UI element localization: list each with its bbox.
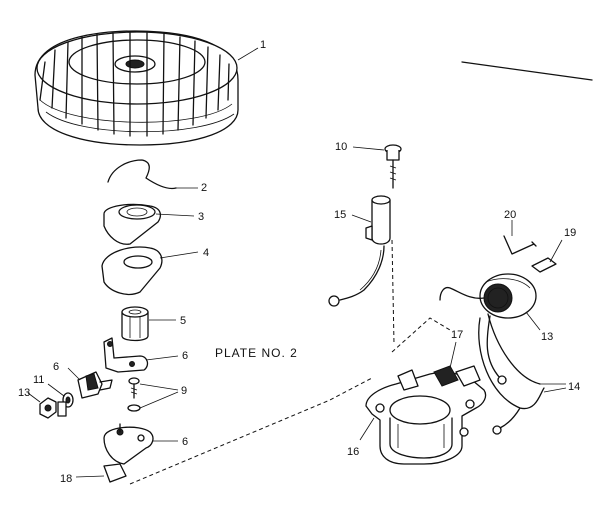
condenser — [328, 195, 391, 307]
screw-10 — [384, 144, 402, 189]
leader-18 — [75, 475, 105, 478]
assembly-line-vertical — [391, 239, 395, 345]
leader-3 — [155, 213, 195, 217]
leader-9a — [139, 383, 179, 391]
leader-9b — [139, 391, 179, 409]
callout-15: 15 — [334, 209, 346, 221]
leader-4 — [159, 251, 199, 259]
felt-wick — [103, 463, 127, 483]
leader-17 — [449, 341, 457, 369]
callout-1: 1 — [260, 39, 266, 51]
screw-and-washer — [127, 377, 141, 412]
leader-14b — [543, 387, 567, 393]
leader-15 — [351, 214, 372, 223]
leader-10 — [352, 146, 385, 151]
leader-13 — [525, 311, 541, 331]
assembly-line-mid — [391, 317, 451, 353]
callout-20: 20 — [504, 209, 516, 221]
callout-6a: 6 — [182, 350, 188, 362]
callout-5: 5 — [180, 315, 186, 327]
callout-7: 6 — [53, 361, 59, 373]
leader-11 — [47, 383, 65, 397]
flywheel — [34, 30, 239, 146]
callout-19: 19 — [564, 227, 576, 239]
bushing — [121, 306, 149, 342]
coil-leads — [478, 313, 545, 435]
clip-20 — [503, 235, 537, 255]
callout-4: 4 — [203, 247, 209, 259]
gasket-plate — [101, 246, 163, 296]
point-plate — [103, 423, 154, 465]
tab-19 — [531, 257, 557, 273]
assembly-line-lower — [129, 377, 373, 485]
callout-2: 2 — [201, 182, 207, 194]
callout-8: 13 — [18, 387, 30, 399]
leader-16 — [359, 417, 375, 441]
stray-line — [461, 61, 593, 81]
callout-13: 13 — [541, 331, 553, 343]
ignition-coil — [439, 273, 537, 385]
cup-washer — [103, 203, 162, 245]
breaker-bracket — [103, 337, 149, 373]
callout-17: 17 — [451, 329, 463, 341]
callout-9: 9 — [181, 385, 187, 397]
terminal-block — [77, 371, 113, 399]
leader-7 — [67, 367, 81, 381]
nut-8 — [39, 397, 57, 419]
callout-3: 3 — [198, 211, 204, 223]
callout-18: 18 — [60, 473, 72, 485]
callout-10: 10 — [335, 141, 347, 153]
callout-6b: 6 — [182, 436, 188, 448]
washer-11 — [57, 392, 74, 417]
leader-1 — [237, 47, 259, 61]
spring-clip — [107, 159, 177, 190]
callout-14: 14 — [568, 381, 580, 393]
leader-8 — [27, 392, 41, 403]
leader-6a — [145, 355, 179, 361]
callout-16: 16 — [347, 446, 359, 458]
plate-label: PLATE NO. 2 — [215, 346, 298, 360]
leader-19 — [549, 239, 563, 263]
backplate-housing — [365, 365, 487, 465]
callout-11: 11 — [33, 374, 44, 386]
